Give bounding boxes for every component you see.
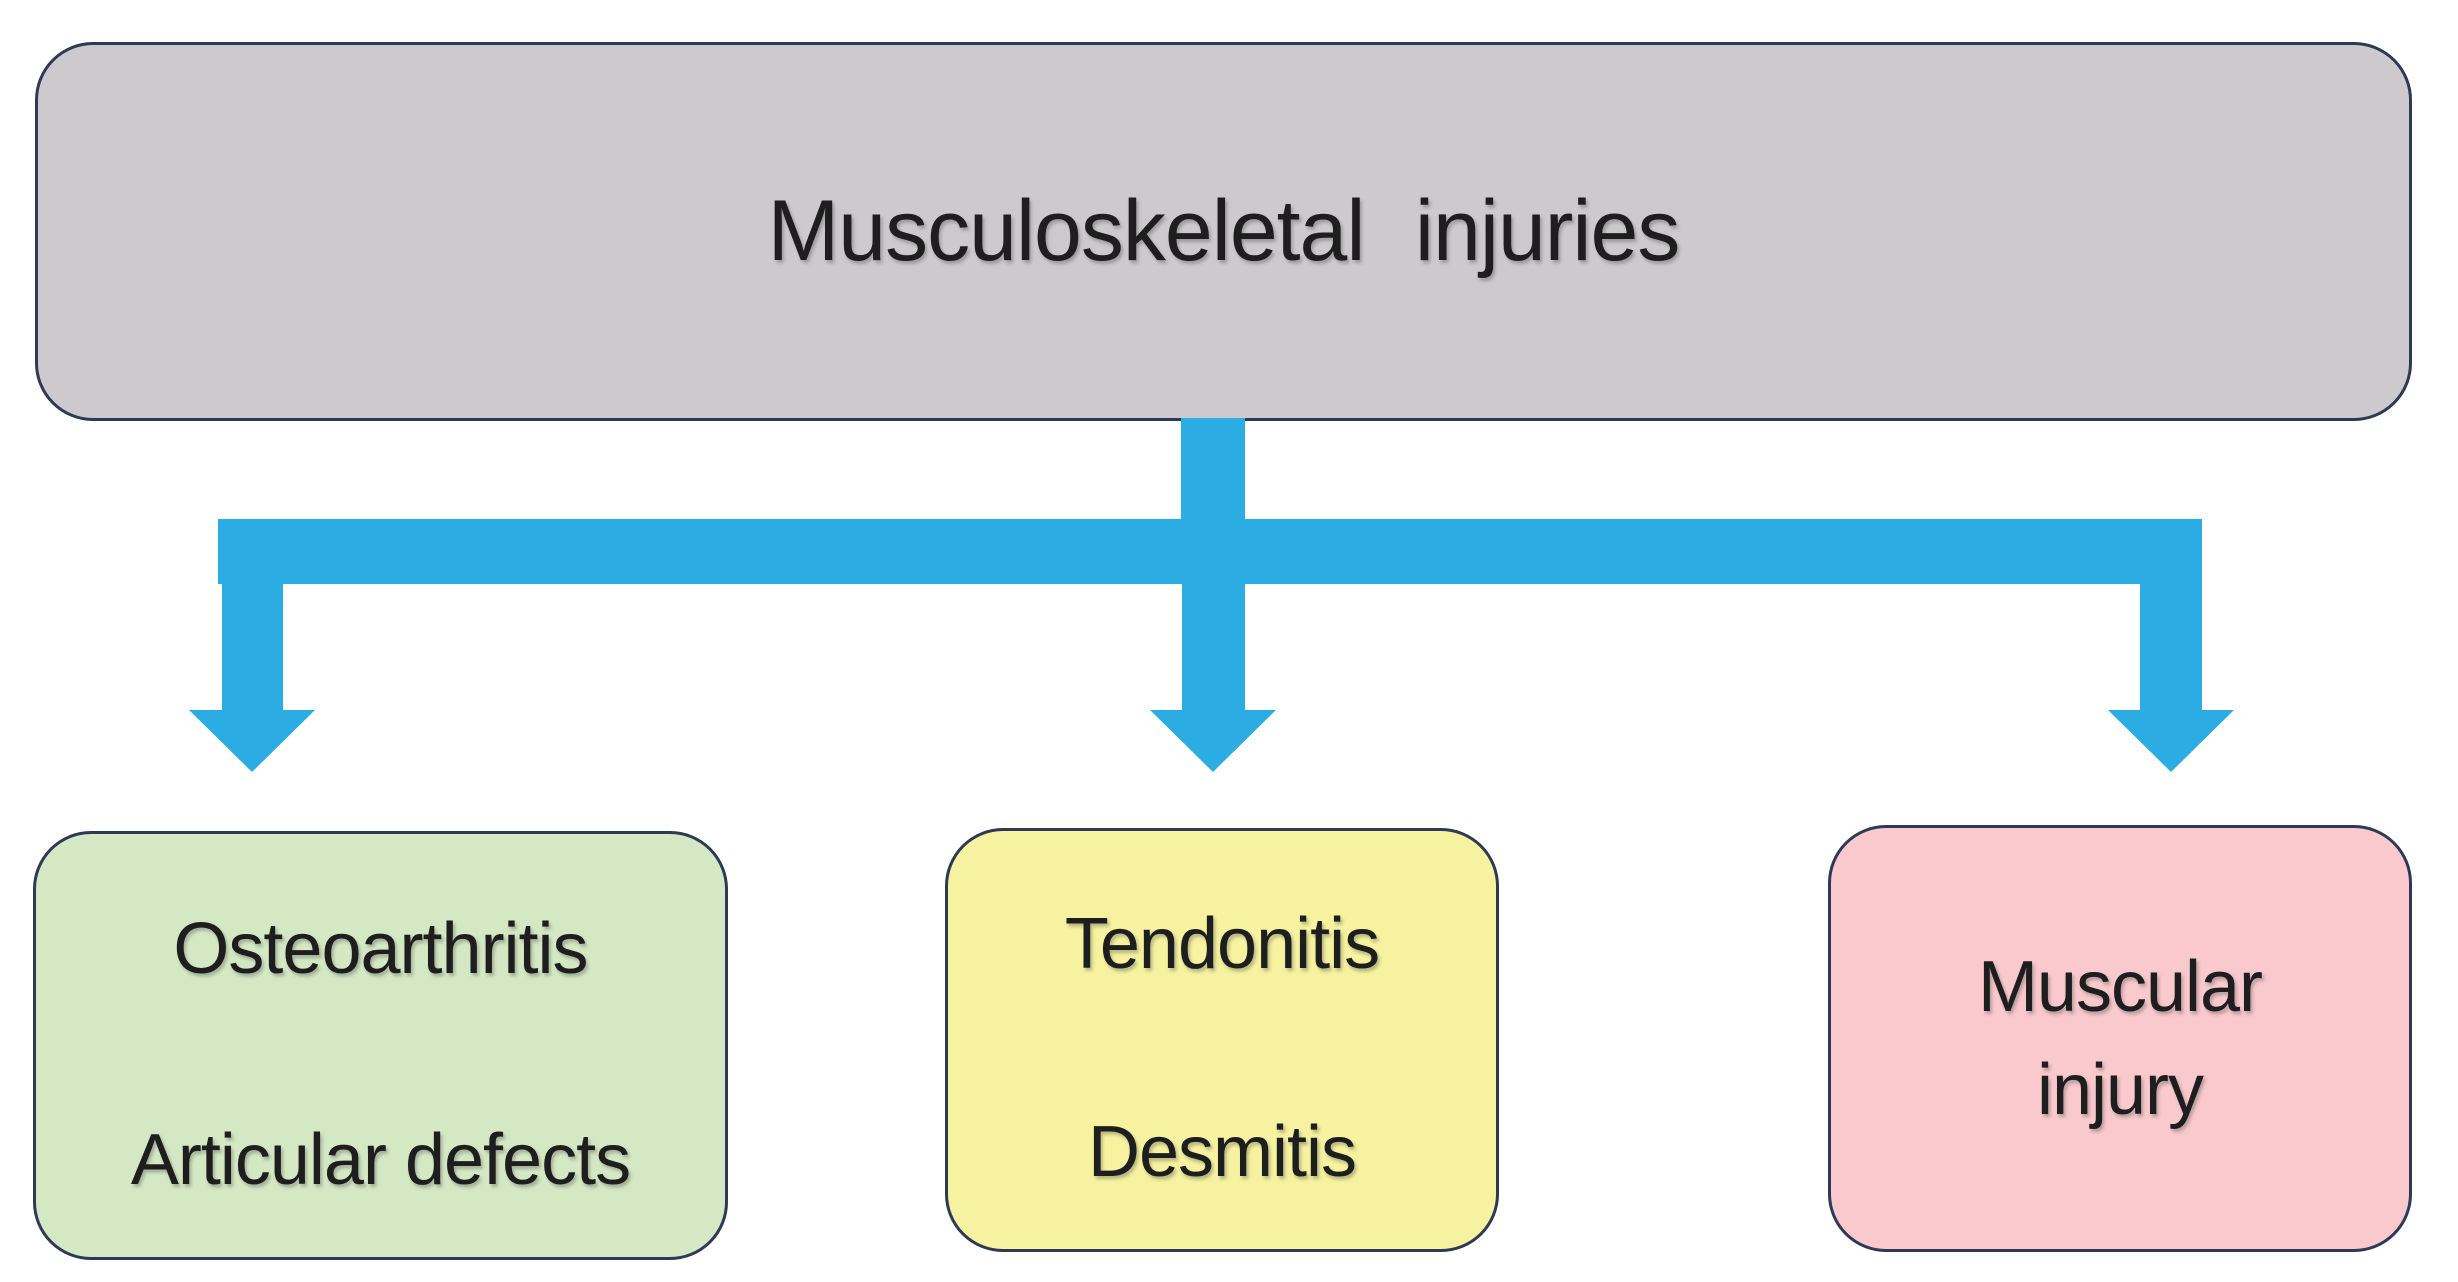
down-arrow-center-head xyxy=(1150,710,1276,772)
connector-crossbar xyxy=(218,519,2202,584)
branch-line: Muscular xyxy=(1977,947,2263,1028)
connector-stem xyxy=(1181,418,1245,521)
branch-line: Desmitis xyxy=(1087,1112,1357,1192)
down-arrow-left-head xyxy=(189,710,315,772)
branch-box-osteoarthritis: Osteoarthritis Articular defects xyxy=(33,831,728,1260)
branch-box-muscular-injury: Muscular injury xyxy=(1828,825,2412,1252)
root-box-musculoskeletal-injuries: Musculoskeletal injuries xyxy=(35,42,2412,421)
down-arrow-right-shaft xyxy=(2140,580,2202,710)
down-arrow-left-shaft xyxy=(222,580,283,710)
branch-line: Osteoarthritis xyxy=(173,909,588,989)
branch-line: Articular defects xyxy=(130,1120,631,1200)
branch-line: injury xyxy=(2036,1049,2204,1130)
down-arrow-center-shaft xyxy=(1182,580,1245,710)
branch-box-tendonitis: Tendonitis Desmitis xyxy=(945,828,1499,1252)
root-box-label: Musculoskeletal injuries xyxy=(767,183,1681,279)
branch-line: Tendonitis xyxy=(1064,904,1380,984)
down-arrow-right-head xyxy=(2108,710,2234,772)
